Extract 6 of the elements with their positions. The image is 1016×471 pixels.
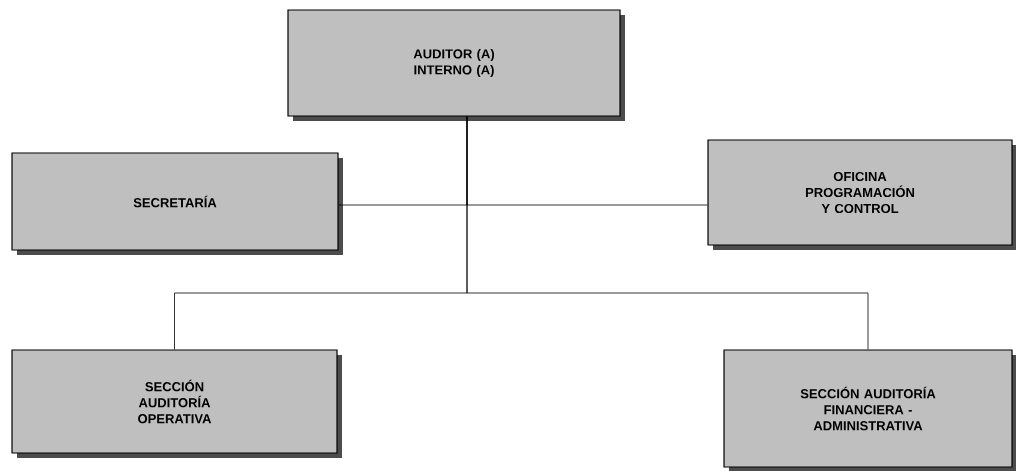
org-box: SECRETARÍA [11,152,343,255]
org-box: SECCIÓN AUDITORÍA FINANCIERA - ADMINISTRATIVA [723,349,1016,471]
org-box: SECCIÓN AUDITORÍA OPERATIVA [11,349,342,458]
connector-line [466,116,869,350]
org-box: AUDITOR (A) INTERNO (A) [287,9,625,121]
org-box: OFICINA PROGRAMACIÓN Y CONTROL [707,139,1016,250]
